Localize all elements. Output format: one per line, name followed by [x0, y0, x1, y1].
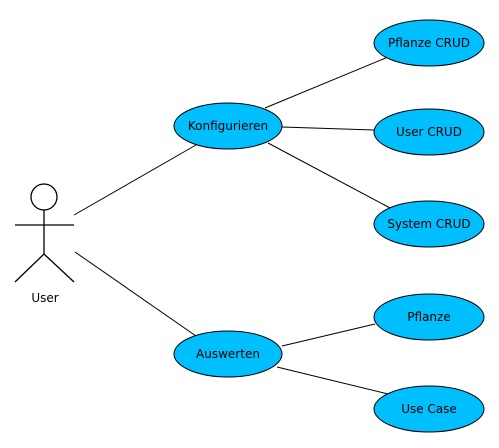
actor-user: User: [14, 183, 75, 305]
use-case-label-use-case: Use Case: [401, 402, 457, 416]
association-auswerten-pflanze: [281, 323, 376, 347]
use-case-label-konfigurieren: Konfigurieren: [188, 119, 268, 133]
use-case-system-crud: System CRUD: [373, 200, 485, 248]
use-case-pflanze: Pflanze: [373, 293, 485, 341]
use-case-ellipse-use-case: [373, 385, 485, 433]
association-user-auswerten: [74, 251, 197, 337]
actor-head: [30, 183, 58, 211]
actor-right-leg: [43, 253, 75, 283]
use-case-label-auswerten: Auswerten: [196, 347, 260, 361]
use-case-label-pflanze-crud: Pflanze CRUD: [388, 36, 470, 50]
use-case-ellipse-system-crud: [373, 200, 485, 248]
use-case-user-crud: User CRUD: [373, 108, 485, 156]
use-case-ellipse-pflanze-crud: [373, 19, 485, 67]
use-case-konfigurieren: Konfigurieren: [173, 102, 283, 150]
use-case-auswerten: Auswerten: [173, 330, 283, 378]
use-case-label-system-crud: System CRUD: [387, 217, 470, 231]
use-case-ellipse-auswerten: [173, 330, 283, 378]
actor-left-leg: [14, 253, 45, 283]
association-konfigurieren-pflanze-crud: [264, 56, 389, 109]
use-case-ellipse-pflanze: [373, 293, 485, 341]
association-konfigurieren-system-crud: [267, 142, 391, 209]
use-case-label-user-crud: User CRUD: [396, 125, 462, 139]
use-case-use-case: Use Case: [373, 385, 485, 433]
associations: [73, 56, 391, 395]
association-auswerten-use-case: [276, 366, 389, 395]
use-case-ellipse-konfigurieren: [173, 102, 283, 150]
use-case-label-pflanze: Pflanze: [407, 310, 450, 324]
use-case-pflanze-crud: Pflanze CRUD: [373, 19, 485, 67]
association-user-konfigurieren: [73, 144, 197, 216]
association-konfigurieren-user-crud: [281, 126, 375, 131]
use-case-ellipse-user-crud: [373, 108, 485, 156]
actor-label: User: [31, 291, 58, 305]
